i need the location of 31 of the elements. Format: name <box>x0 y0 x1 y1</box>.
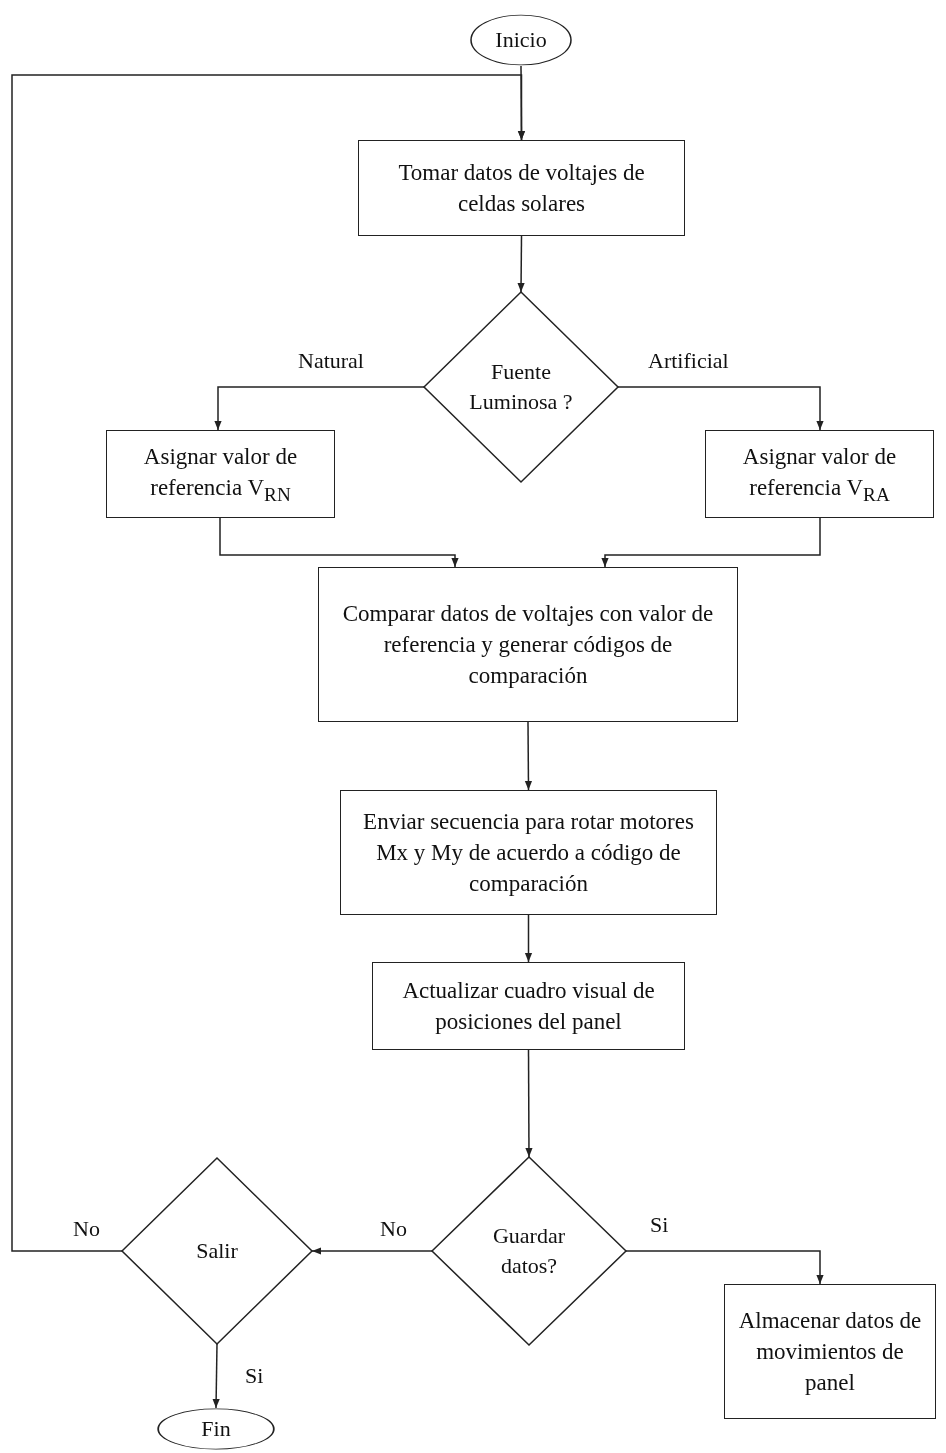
node-label: Guardar datos? <box>491 1222 567 1280</box>
process-box <box>705 430 934 518</box>
process-box <box>106 430 335 518</box>
arrow <box>219 517 459 568</box>
arrow <box>517 235 525 293</box>
node-label: Fuente Luminosa ? <box>468 358 574 416</box>
arrow <box>617 386 824 431</box>
node-label: Asignar valor de referencia V$_{RN}$ <box>142 442 299 507</box>
node-label: Inicio <box>495 26 547 55</box>
arrow <box>311 1247 433 1255</box>
process-box <box>358 140 685 236</box>
process-box <box>724 1284 936 1419</box>
node-label: Fin <box>201 1415 231 1444</box>
node-label: Almacenar datos de movimientos de panel <box>737 1306 923 1397</box>
arrow <box>524 721 533 791</box>
arrow <box>601 517 821 568</box>
node-label: Comparar datos de voltajes con valor de referencia y generar códigos de comparación <box>341 599 715 690</box>
arrow <box>525 1049 533 1158</box>
node-label: Salir <box>196 1237 238 1266</box>
process-box <box>318 567 738 722</box>
process-box <box>340 790 717 915</box>
arrow <box>625 1250 824 1285</box>
node-label: Tomar datos de voltajes de celdas solares <box>397 158 646 218</box>
node-label: Enviar secuencia para rotar motores Mx y My de acuerdo a código de comparación <box>362 807 695 898</box>
arrow <box>212 1343 220 1409</box>
process-box <box>372 962 685 1050</box>
node-label: Actualizar cuadro visual de posiciones del panel <box>401 976 656 1036</box>
arrow <box>524 914 533 963</box>
arrow <box>214 386 425 431</box>
node-label: Asignar valor de referencia V$_{RA}$ <box>741 442 898 507</box>
arrow <box>11 74 526 1252</box>
